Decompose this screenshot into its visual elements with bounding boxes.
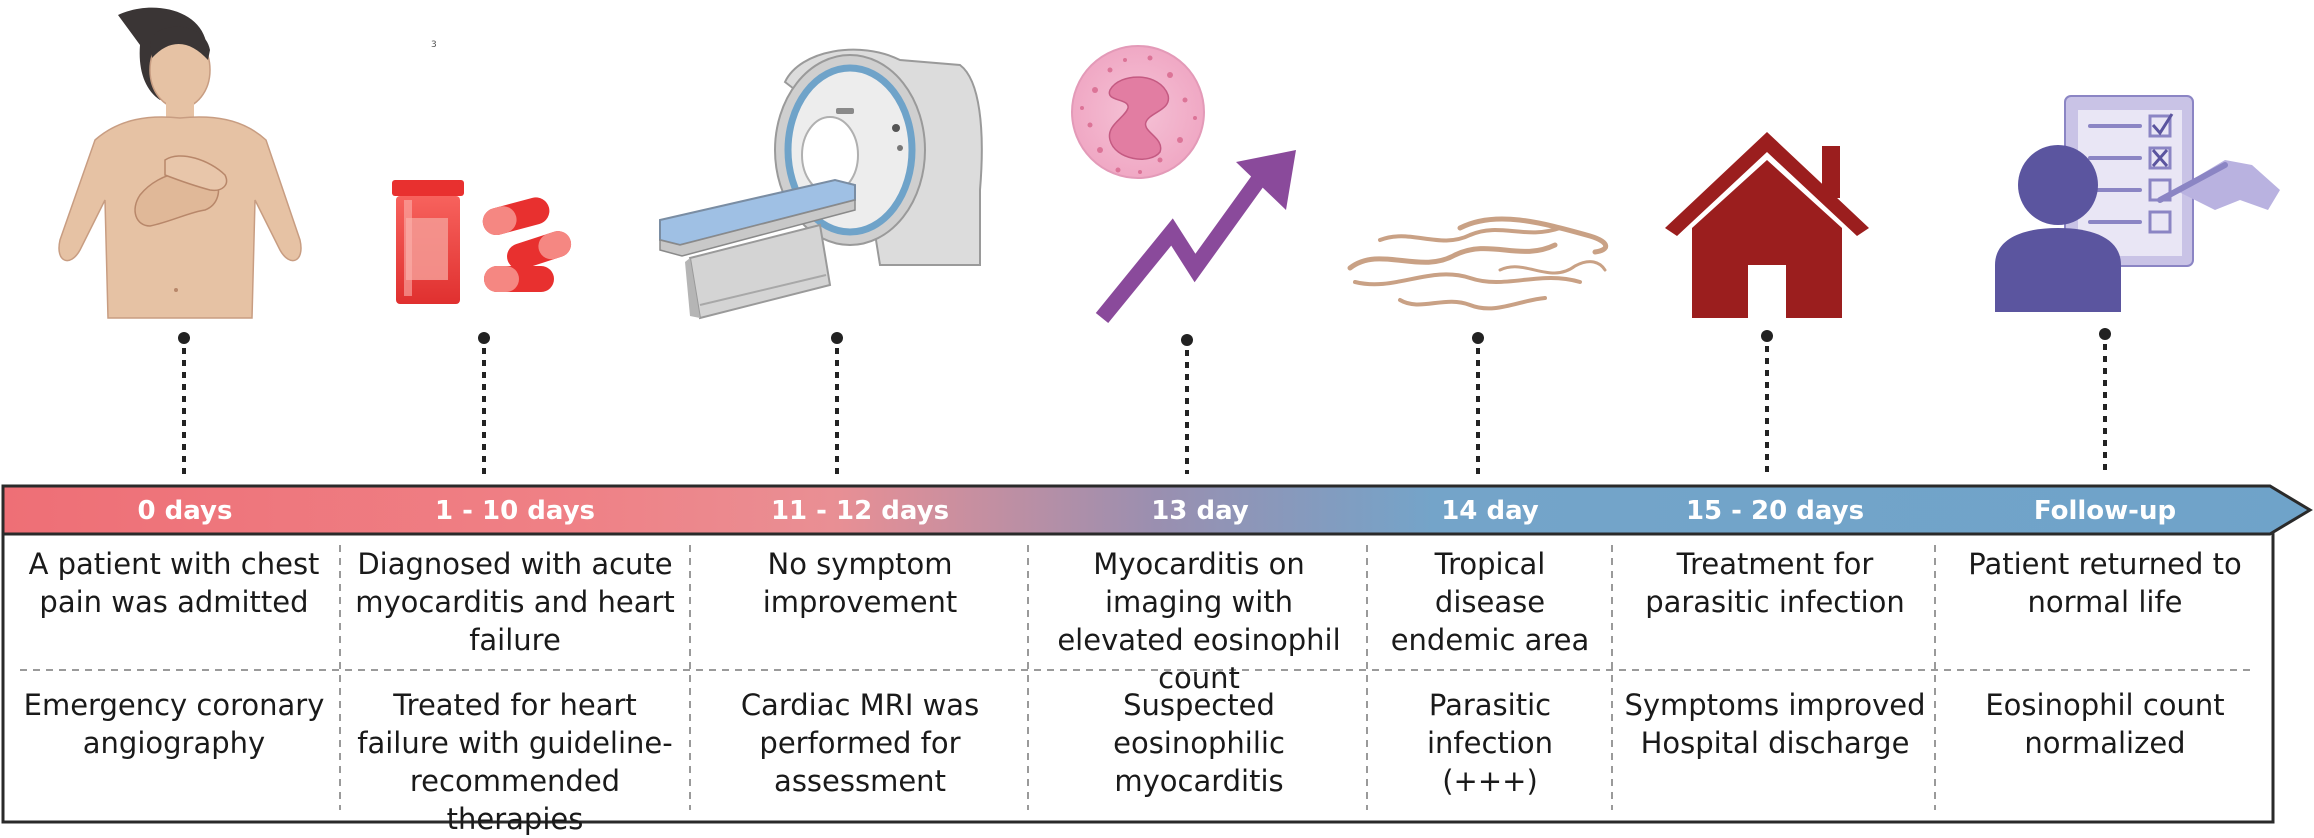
bottom-cell: Parasitic infection (+++) xyxy=(1400,686,1580,811)
top-cell-text: Myocarditis on imaging with elevated eos… xyxy=(1057,547,1341,695)
bottom-cell: Eosinophil count normalized xyxy=(1960,686,2250,811)
doctor-checklist-icon xyxy=(1995,95,2280,312)
connector xyxy=(1181,334,1193,474)
bottom-cell: Cardiac MRI was performed for assessment xyxy=(715,686,1005,811)
top-cell: No symptom improvement xyxy=(700,545,1020,665)
stage-label-13-day: 13 day xyxy=(1151,496,1249,526)
stage-label-11-12-days: 11 - 12 days xyxy=(770,496,950,526)
bottom-cell-text: Emergency coronary angiography xyxy=(23,688,325,760)
timeline-arrow-bar xyxy=(1,484,2313,536)
mri-scanner-icon xyxy=(659,48,983,320)
connector xyxy=(478,332,490,474)
top-cell: Tropical disease endemic area xyxy=(1375,545,1605,665)
bottom-cell-text: Suspected eosinophilic myocarditis xyxy=(1113,688,1285,798)
bottom-cell: Suspected eosinophilic myocarditis xyxy=(1038,686,1360,811)
patient-chest-pain-icon xyxy=(58,7,302,319)
footnote-mark: 3 xyxy=(431,40,437,50)
house-icon xyxy=(1665,132,1869,318)
connector xyxy=(1761,330,1773,474)
bottom-cell: Emergency coronary angiography xyxy=(15,686,333,811)
bottom-cell-text: Parasitic infection (+++) xyxy=(1427,688,1553,798)
connector xyxy=(2099,328,2111,474)
parasite-worms-icon xyxy=(1347,216,1609,311)
eosinophil-rising-icon xyxy=(1071,45,1296,324)
top-cell: Myocarditis on imaging with elevated eos… xyxy=(1038,545,1360,695)
bottom-cell: Treated for heart failure with guideline… xyxy=(345,686,685,836)
stage-label-1-10-days: 1 - 10 days xyxy=(435,496,595,526)
connector xyxy=(1472,332,1484,474)
top-cell-text: A patient with chest pain was admitted xyxy=(28,547,320,619)
top-cell-text: Diagnosed with acute myocarditis and hea… xyxy=(355,547,675,657)
bottom-cell-text: Cardiac MRI was performed for assessment xyxy=(740,688,980,798)
column-dividers xyxy=(339,545,1936,810)
connectors xyxy=(178,328,2111,474)
top-cell-text: Patient returned to normal life xyxy=(1968,547,2242,619)
bottom-cell-text: Treated for heart failure with guideline… xyxy=(357,688,673,836)
connector xyxy=(178,332,190,474)
top-cell: A patient with chest pain was admitted xyxy=(15,545,333,665)
top-cell: Diagnosed with acute myocarditis and hea… xyxy=(350,545,680,665)
top-cell: Treatment for parasitic infection xyxy=(1620,545,1930,665)
top-cell: Patient returned to normal life xyxy=(1945,545,2265,665)
top-cell-text: No symptom improvement xyxy=(762,547,958,619)
bottom-cell: Symptoms improved Hospital discharge xyxy=(1620,686,1930,811)
top-cell-text: Tropical disease endemic area xyxy=(1390,547,1590,657)
bottom-cell-text: Symptoms improved Hospital discharge xyxy=(1624,688,1926,760)
stage-label-follow-up: Follow-up xyxy=(2033,496,2177,526)
stage-label-14-day: 14 day xyxy=(1441,496,1539,526)
table-border xyxy=(1,510,2275,824)
connector xyxy=(831,332,843,474)
stage-label-15-20-days: 15 - 20 days xyxy=(1685,496,1865,526)
bottom-cell-text: Eosinophil count normalized xyxy=(1985,688,2225,760)
top-cell-text: Treatment for parasitic infection xyxy=(1645,547,1905,619)
stage-label-0-days: 0 days xyxy=(137,496,233,526)
medication-pills-icon xyxy=(392,180,572,304)
